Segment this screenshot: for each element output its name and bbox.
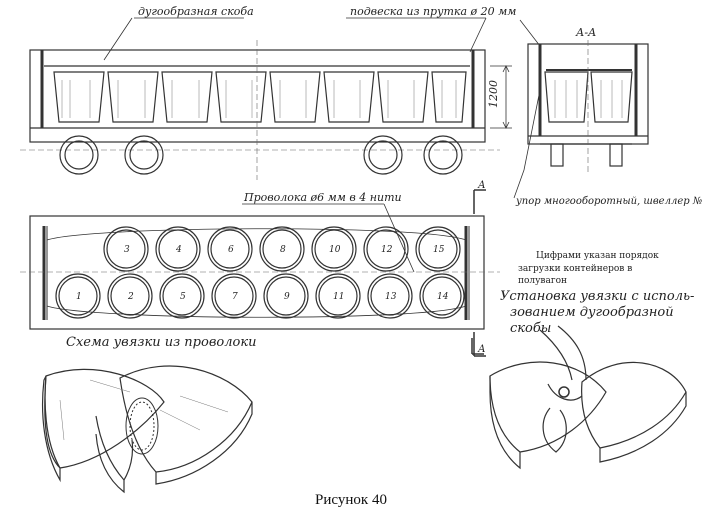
order-note-line-2: загрузки контейнеров в [518,264,632,274]
clamp-install-line-2: зованием дугообразной [510,305,674,320]
container-number: 2 [127,292,134,302]
section-aa [513,19,649,199]
order-note-line-1: Цифрами указан порядок [536,251,659,261]
container-number: 10 [329,245,341,255]
wire-leader [383,203,415,273]
side-containers [53,71,467,123]
section-mark-top: А [477,180,486,191]
wheels [59,135,463,175]
container-number: 12 [381,245,393,255]
section-mark-bottom: А [477,344,486,355]
container-number: 9 [284,292,290,302]
height-dimension-label: 1200 [487,80,500,108]
container-number: 3 [124,245,130,255]
container-number: 13 [385,292,397,302]
wire-tie-isometric [41,365,253,494]
wire-bottom [46,305,467,318]
side-view [20,17,512,180]
hanger-leader [469,17,487,53]
container-number: 6 [228,245,234,255]
arc-clamp-label: дугообразная скоба [138,5,254,18]
figure-caption: Рисунок 40 [315,492,387,508]
wire-spec-label: Проволока ø6 мм в 4 нити [243,191,402,204]
plan-containers [55,226,465,319]
order-note-line-3: полувагон [518,276,567,286]
container-number: 1 [76,292,82,302]
wire-top [46,228,467,241]
container-number: 5 [180,292,186,302]
hanger-rod-label: подвеска из прутка ø 20 мм [350,5,516,18]
arc-clamp-isometric [471,325,687,470]
stop-note: упор многооборотный, швеллер № 14 [515,196,702,207]
container-number: 8 [280,245,286,255]
container-number: 15 [433,245,445,255]
plan-view [20,189,500,357]
container-number: 11 [333,292,344,302]
container-number: 7 [232,292,238,302]
center-lines [20,40,500,180]
container-number: 14 [437,292,449,302]
container-number: 4 [175,245,182,255]
container-hatching [61,80,457,118]
clamp-install-line-1: Установка увязки с исполь- [500,289,694,304]
clamp-install-line-3: скобы [510,321,551,336]
section-aa-label: А-А [575,26,596,39]
arc-clamp-leader [103,17,133,61]
height-dimension [490,65,512,129]
wire-scheme-title: Схема увязки из проволоки [66,335,256,350]
container-numbers: 1 2 3 4 5 6 7 8 9 10 11 12 13 14 15 [76,245,449,302]
plan-outline [29,215,485,330]
